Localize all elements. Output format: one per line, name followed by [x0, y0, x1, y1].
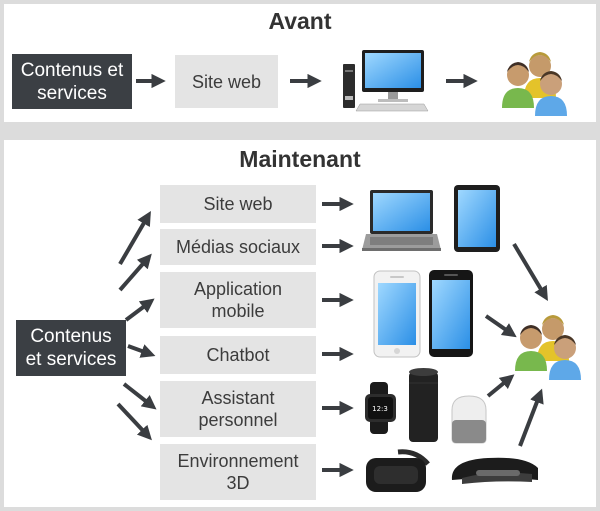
channel-social-media: Médias sociaux — [160, 229, 316, 265]
arrow-src-social — [118, 253, 152, 292]
arrow-tablet-to-users — [512, 242, 548, 301]
arrow-src-mobile — [124, 298, 155, 322]
channel-3d-environment: Environnement 3D — [160, 444, 316, 500]
smartwatch-icon: 12:3 — [365, 382, 396, 434]
users-group-icon-2 — [515, 315, 581, 380]
arrow-src-assistant — [122, 382, 157, 410]
smart-speaker-small-icon — [451, 395, 487, 444]
desktop-computer-icon — [343, 50, 429, 112]
arrow-phone-to-users — [484, 314, 517, 338]
laptop-icon — [362, 190, 441, 251]
tablet-icon — [454, 185, 500, 252]
channel-chatbot: Chatbot — [160, 336, 316, 374]
smartphone-white-icon — [373, 270, 421, 358]
smart-speaker-tall-icon — [409, 368, 438, 442]
arrow-src-3d — [116, 402, 152, 441]
before-title: Avant — [268, 8, 332, 34]
now-title: Maintenant — [239, 146, 361, 172]
before-source-box: Contenus et services — [12, 54, 132, 109]
channel-site-web: Site web — [160, 185, 316, 223]
arrow-speaker-to-users — [486, 374, 515, 398]
ar-headset-icon — [451, 457, 538, 484]
users-group-icon — [502, 52, 567, 116]
channel-personal-assistant: Assistant personnel — [160, 381, 316, 437]
svg-text:12:3: 12:3 — [372, 405, 388, 413]
arrow-ar-to-users — [518, 388, 544, 447]
before-channel-box: Site web — [175, 55, 278, 108]
arrow-src-site-web — [118, 211, 151, 266]
vr-headset-icon — [366, 449, 430, 492]
now-source-box: Contenus et services — [16, 320, 126, 376]
channel-mobile-app: Application mobile — [160, 272, 316, 328]
smartphone-black-icon — [429, 270, 473, 357]
arrow-src-chatbot — [127, 344, 156, 358]
